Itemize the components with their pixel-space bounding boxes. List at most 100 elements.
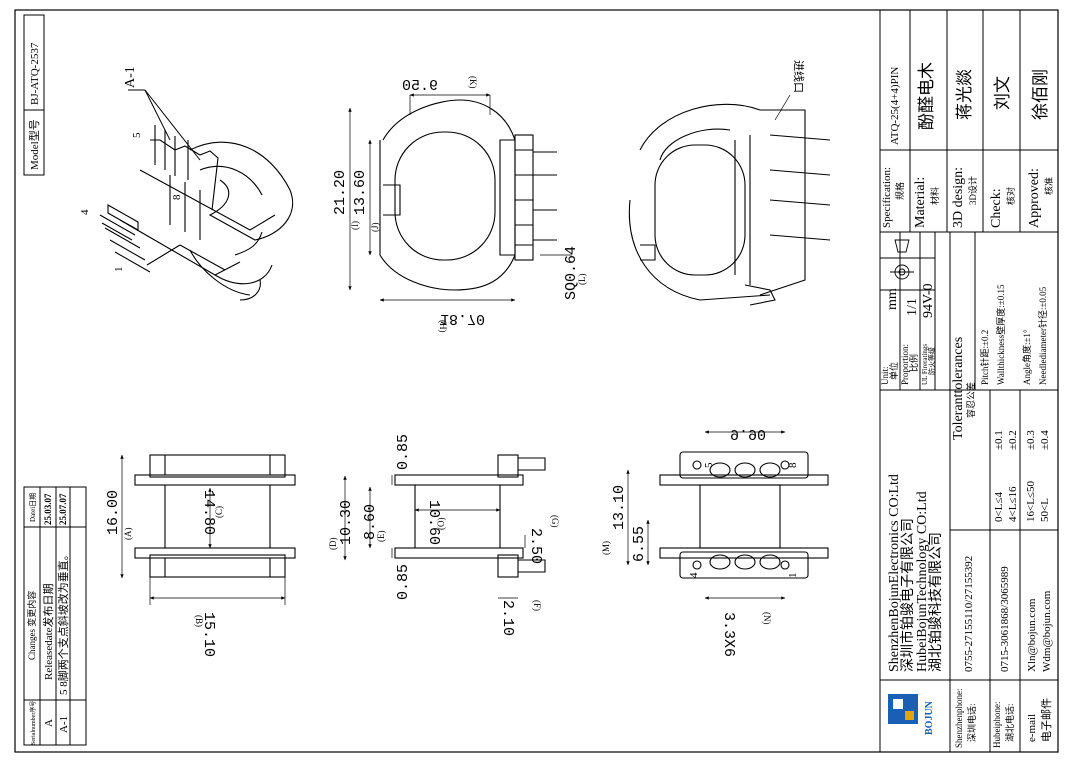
tol-value-4: ±0.4 [1039, 430, 1051, 450]
tol-angle: Angle角度:±1° [1021, 329, 1032, 385]
label-a1: A-1 [123, 66, 138, 88]
contact-email-value1: Xln@bojun.com [1026, 598, 1038, 672]
dim-f-tag: (F) [532, 600, 542, 611]
pin-dim-labels: 9.90 13.10 (M) 6.55 3.3X6 (N) 5 8 4 1 [601, 425, 799, 657]
bojun-logo: BOJUN [888, 694, 935, 735]
dim-o: 10.60 [425, 500, 442, 545]
iso-left-view [99, 125, 294, 301]
pin-label-1: 1 [787, 573, 799, 579]
dim-f: 2.10 [499, 600, 516, 636]
tolerance-title: Toleranttolerances [951, 337, 966, 440]
dim-m-tag: (M) [601, 541, 611, 555]
projection-symbol [890, 239, 914, 280]
contact-email-label-cn: 电子邮件 [1040, 698, 1053, 742]
material-value: 酚醛电木 [917, 62, 936, 130]
front-view [379, 99, 557, 291]
changes-row1-serial: A [43, 719, 55, 727]
ul-value: 94V-0 [921, 284, 936, 319]
changes-header-serial: Serialnumber序号 [29, 701, 37, 745]
model-box: Model型号 BJ-ATQ-2537 [23, 14, 45, 176]
dim-e: 8.60 [362, 504, 379, 540]
spec-value: ATQ-25(4+4)PIN [889, 67, 901, 145]
approved-label-cn: 核准 [1043, 177, 1054, 195]
company-line4: 湖北铂骏科技有限公司 [928, 532, 944, 672]
dim-i: 21.20 [332, 170, 349, 215]
dim-bottom-085: 0.85 [395, 564, 412, 600]
dim-d-tag: (D) [328, 538, 338, 551]
company-line2: 深圳市铂骏电子有限公司 [899, 518, 916, 672]
material-label-cn: 材料 [929, 187, 940, 205]
label-pin8: 8 [171, 194, 183, 200]
iso-right-labels: 进线口 [774, 60, 806, 121]
title-block-text: BOJUN ShenzhenBojunElectronics CO:Ltd 深圳… [880, 62, 1054, 748]
approved-value: 徐佰刚 [1031, 69, 1050, 120]
tol-range-3: 16<L≤50 [1025, 481, 1037, 522]
dim-j: 13.60 [352, 170, 369, 215]
proportion-value: 1/1 [905, 298, 920, 316]
approved-label: Approved: [1027, 168, 1042, 228]
design-value: 蒋光燚 [955, 69, 974, 120]
side-dim-labels: 0.85 10.30 (D) 8.60 (E) 10.60 (O) 2.50 (… [328, 434, 560, 636]
front-dims [348, 93, 572, 302]
model-label: Model型号 [27, 119, 41, 170]
dim-n: 3.3X6 [720, 612, 737, 657]
iso-right-view [628, 103, 831, 306]
title-block-frame [879, 9, 1059, 753]
front-dim-labels: 9.50 (K) 21.20 (I) 13.60 (J) 18.70 (H) S… [332, 76, 587, 333]
tol-value-1: ±0.1 [993, 430, 1005, 450]
spec-label: Specification: [881, 167, 893, 228]
dim-i-tag: (I) [350, 221, 360, 230]
tol-needle: Needlediameter针径:±0.05 [1037, 286, 1048, 385]
iso-left-labels: A-1 5 8 4 1 [79, 66, 201, 272]
dim-e-tag: (E) [376, 531, 386, 543]
dim-g: 2.50 [527, 528, 544, 564]
check-value: 刘文 [993, 76, 1012, 110]
tol-range-1: 0<L≤4 [993, 492, 1005, 522]
changes-row2-content: 5 8脚两个支点斜坡改为垂直。 [56, 549, 70, 695]
contact-email-label: e-mail [1026, 714, 1038, 742]
dim-a: 16.00 [105, 490, 122, 535]
check-label-cn: 核对 [1005, 187, 1016, 205]
contact-sz-label-cn: 深圳电话: [966, 703, 977, 742]
contact-sz-value: 0755-27155110/27155392 [963, 556, 975, 672]
dim-h-tag: (H) [438, 320, 448, 333]
dim-d: 10.30 [338, 500, 355, 545]
side-view [394, 454, 546, 578]
spec-label-cn: 规格 [894, 182, 905, 200]
changes-table [23, 486, 87, 746]
dim-g-tag: (G) [550, 515, 560, 528]
top-dim-labels: 16.00 (A) 14.80 (C) 15.10 (B) [105, 490, 224, 657]
design-label-cn: 3D设计 [967, 176, 978, 205]
tol-range-4: 50<L [1039, 498, 1051, 522]
pin-label-4: 4 [688, 572, 700, 578]
changes-row1-date: 25.03.07 [43, 493, 53, 525]
top-view [134, 454, 296, 578]
dim-k: 9.50 [402, 78, 438, 95]
dim-b-tag: (B) [194, 615, 204, 627]
contact-hb-value: 0715-3061868/3065989 [999, 566, 1011, 672]
dim-pin-top: 9.90 [730, 425, 766, 442]
tol-value-2: ±0.2 [1007, 430, 1019, 450]
dim-c-tag: (C) [214, 506, 224, 518]
changes-row2-date: 25.07.07 [58, 493, 68, 525]
model-value: BJ-ATQ-2537 [29, 42, 41, 105]
logo-text: BOJUN [924, 700, 935, 735]
tol-pitch: Pitch针距:±0.2 [979, 330, 990, 385]
contact-hb-label: Hubeiphone: [992, 702, 1002, 749]
label-pin5: 5 [131, 132, 143, 138]
dim-b: 15.10 [200, 612, 217, 657]
contact-hb-label-cn: 湖北电话: [1004, 703, 1015, 742]
unit-value: mm [885, 288, 900, 310]
ul-label-cn: 防火等级 [927, 347, 936, 375]
changes-row1-content: Releasedate发布日期 [41, 583, 55, 680]
tol-range-2: 4<L≤16 [1007, 486, 1019, 522]
label-inlet: 进线口 [792, 60, 806, 93]
dim-m: 13.10 [611, 485, 628, 530]
dim-l: SQ0.64 [563, 246, 580, 300]
contact-sz-label: Shenzhenphone: [954, 689, 964, 748]
pin-label-5: 5 [703, 462, 715, 468]
design-label: 3D design: [951, 167, 966, 228]
pin-label-8: 8 [787, 462, 799, 468]
changes-row2-serial: A-1 [58, 716, 70, 733]
